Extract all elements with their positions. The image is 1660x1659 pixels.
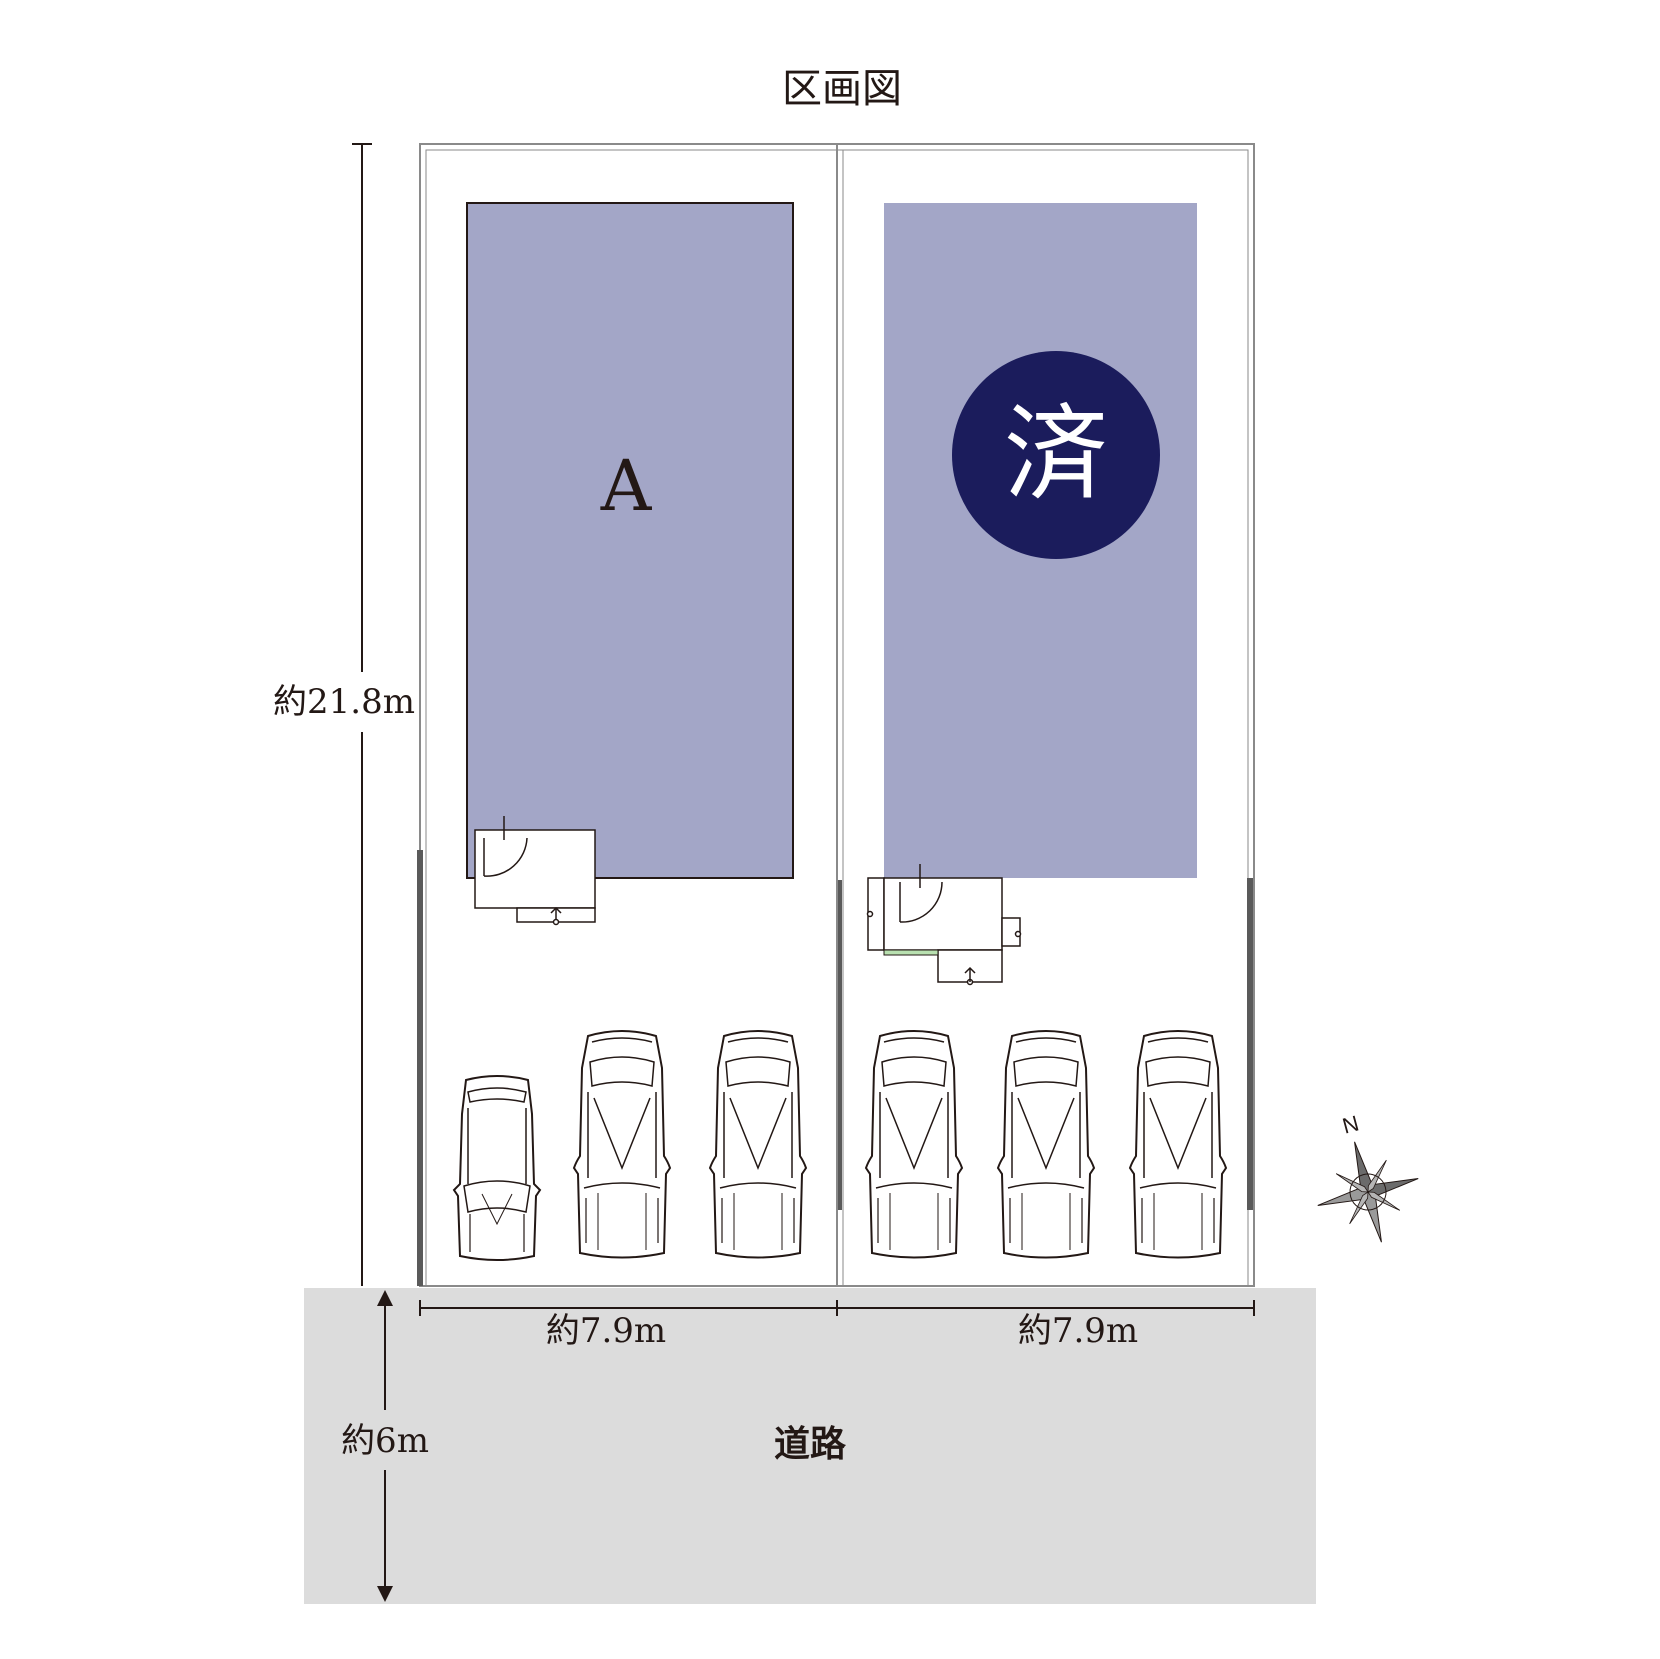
title: 区画図 bbox=[782, 66, 902, 112]
road-width-label: 約6m bbox=[341, 1421, 429, 1461]
car-sedan-1 bbox=[573, 1030, 671, 1259]
hedge bbox=[883, 949, 939, 956]
sold-badge-text: 済 bbox=[1004, 393, 1108, 515]
lot-a-building bbox=[466, 202, 794, 879]
depth-dimension bbox=[270, 143, 410, 1286]
road-label: 道路 bbox=[774, 1423, 847, 1465]
compass-icon bbox=[1317, 1141, 1419, 1243]
width-dimension bbox=[419, 1300, 1255, 1316]
car-sedan-5 bbox=[1129, 1030, 1227, 1259]
lot-b-entrance bbox=[866, 864, 1022, 986]
car-compact bbox=[453, 1075, 541, 1261]
depth-label: 約21.8m bbox=[273, 682, 415, 722]
car-sedan-3 bbox=[865, 1030, 963, 1259]
lot-a-label: A bbox=[600, 445, 653, 527]
car-sedan-2 bbox=[709, 1030, 807, 1259]
road-width-dimension bbox=[330, 1290, 440, 1602]
compass-label: N bbox=[1340, 1110, 1362, 1138]
sold-badge: 済 bbox=[952, 351, 1160, 559]
lot-a-width-label: 約7.9m bbox=[546, 1311, 666, 1351]
lot-a-entrance bbox=[474, 816, 596, 926]
road-area bbox=[304, 1288, 1316, 1604]
lot-b-width-label: 約7.9m bbox=[1018, 1311, 1138, 1351]
lot-boundaries bbox=[417, 143, 1255, 1287]
car-sedan-4 bbox=[997, 1030, 1095, 1259]
